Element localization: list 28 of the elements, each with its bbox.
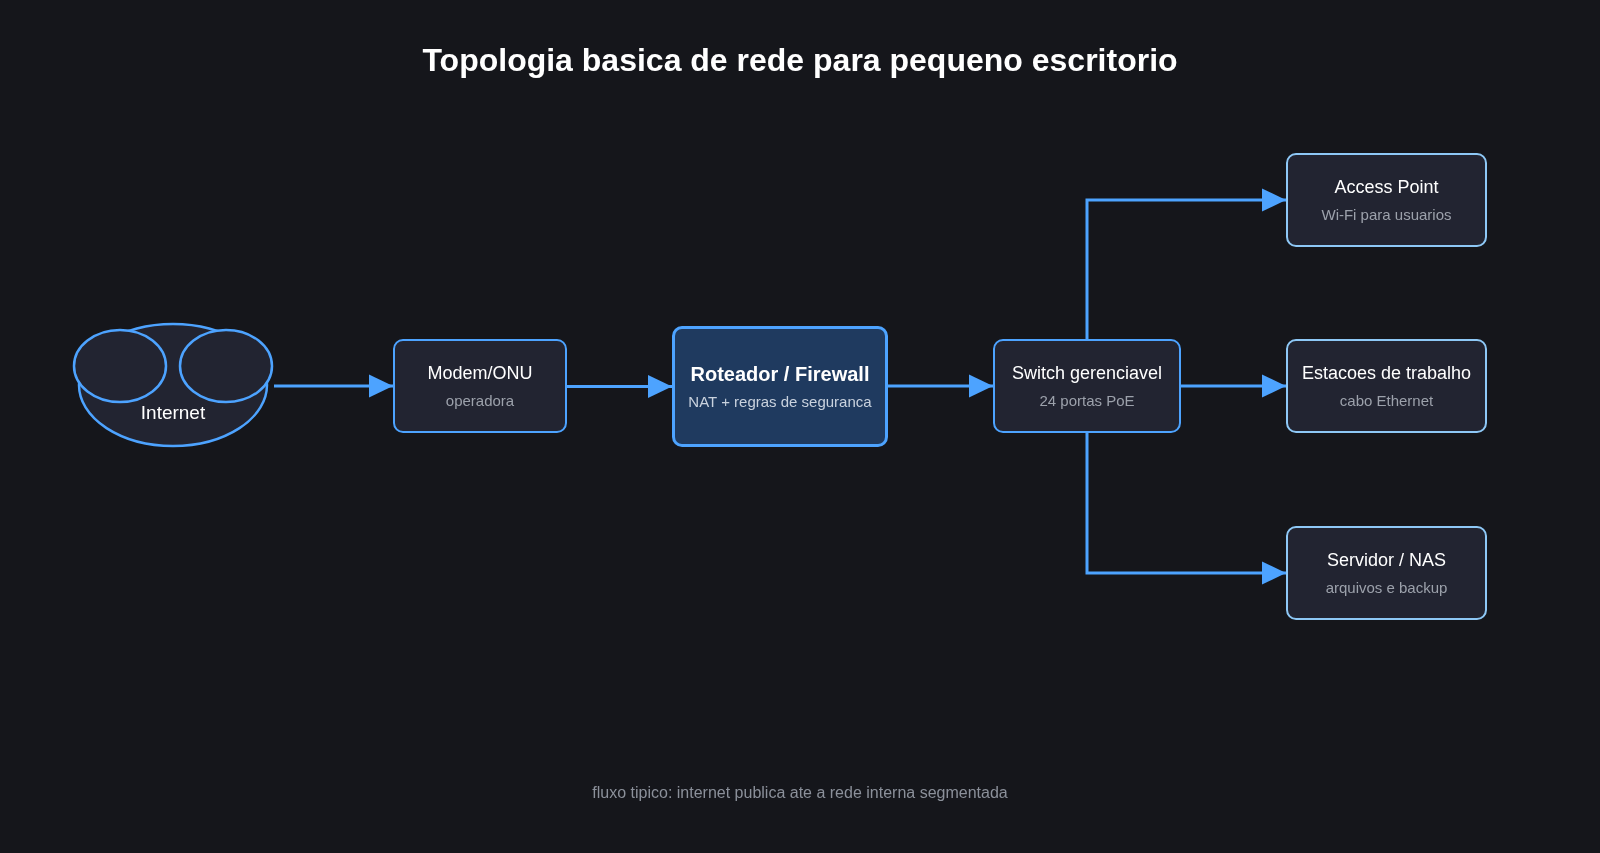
device-box xyxy=(1286,153,1487,247)
node-title: Roteador / Firewall xyxy=(690,362,870,385)
node-label: Internet xyxy=(140,402,206,423)
arrow xyxy=(1181,374,1286,398)
router-box xyxy=(672,326,888,447)
arrow xyxy=(567,375,672,398)
node-subtitle: cabo Ethernet xyxy=(1339,391,1434,410)
node-title: Switch gerenciavel xyxy=(1011,362,1163,384)
diagram-title: Topologia basica de rede para pequeno escritorio xyxy=(422,42,1178,78)
node-subtitle: operadora xyxy=(445,391,515,410)
node-title: Access Point xyxy=(1334,176,1439,198)
cloud-shape xyxy=(72,322,274,449)
node-title: Estacoes de trabalho xyxy=(1301,362,1472,384)
device-box xyxy=(393,339,567,433)
device-box xyxy=(993,339,1181,433)
caption: fluxo tipico: internet publica ate a rede interna segmentada xyxy=(592,784,1008,801)
node-subtitle: 24 portas PoE xyxy=(1039,391,1135,410)
node-subtitle: Wi-Fi para usuarios xyxy=(1321,205,1452,224)
arrow xyxy=(1085,188,1286,339)
device-box xyxy=(1286,339,1487,433)
node-subtitle: arquivos e backup xyxy=(1325,578,1448,597)
node-subtitle: NAT + regras de seguranca xyxy=(688,391,872,411)
arrow xyxy=(274,374,393,398)
arrow xyxy=(888,374,993,398)
node-title: Modem/ONU xyxy=(427,362,533,384)
arrow xyxy=(1085,433,1286,585)
node-title: Servidor / NAS xyxy=(1326,549,1446,571)
device-box xyxy=(1286,526,1487,620)
